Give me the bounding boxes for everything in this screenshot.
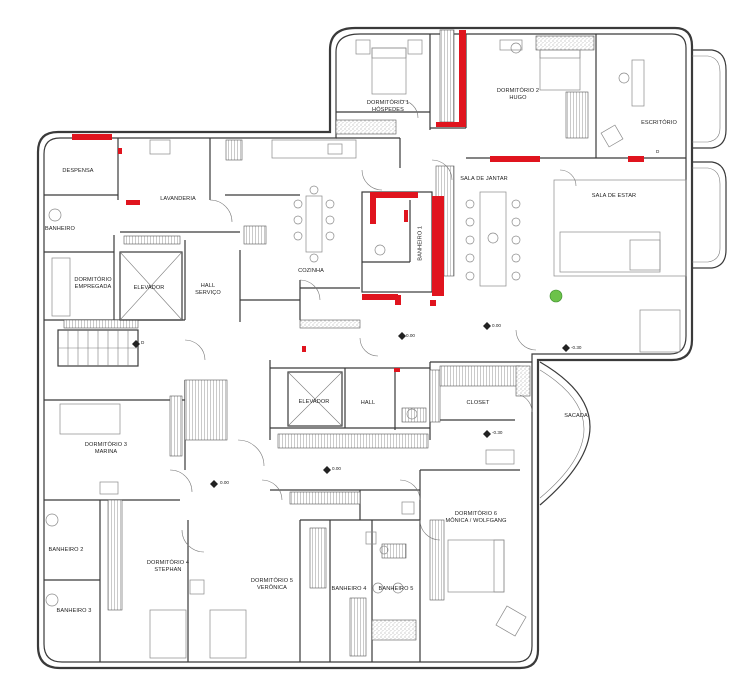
room-name-2: SERVIÇO: [195, 289, 221, 296]
plant-icon: [549, 289, 563, 303]
room-label-banheiro: BANHEIRO: [44, 226, 76, 232]
room-occupant: STEPHAN: [154, 566, 182, 573]
room-label-dormitorio-3: DORMITÓRIO 3 MARINA: [85, 442, 127, 455]
room-name: DORMITÓRIO 2: [496, 88, 540, 94]
level-value: 0.00: [492, 323, 501, 328]
room-label-sacada: SACADA: [564, 413, 588, 419]
room-name: DORMITÓRIO 1: [366, 100, 410, 106]
room-label-banheiro-5: BANHEIRO 5: [378, 586, 414, 592]
room-occupant: HÓSPEDES: [372, 106, 404, 113]
structural-blocks: [63, 29, 595, 657]
room-label-elevador-servico: ELEVADOR: [133, 285, 165, 291]
level-markers: [132, 322, 570, 488]
room-label-escritorio: ESCRITÓRIO: [641, 120, 677, 126]
room-label-dormitorio-5: DORMITÓRIO 5 VERÔNICA: [251, 578, 293, 591]
level-value: 0.00: [332, 466, 341, 471]
room-label-hall: HALL: [360, 400, 376, 406]
level-value: -0.30: [571, 345, 582, 350]
level-value: 0.00: [406, 333, 415, 338]
room-label-despensa: DESPENSA: [62, 168, 94, 174]
room-label-banheiro-2: BANHEIRO 2: [48, 547, 84, 553]
room-label-elevador: ELEVADOR: [298, 399, 330, 405]
room-label-sala-de-jantar: SALA DE JANTAR: [460, 176, 508, 182]
level-value: D: [141, 340, 145, 345]
room-occupant: HUGO: [509, 94, 527, 101]
room-occupant: EMPREGADA: [74, 283, 112, 290]
room-label-banheiro-1: BANHEIRO 1: [417, 225, 424, 261]
room-occupant: VERÔNICA: [256, 584, 288, 591]
room-label-dormitorio-1: DORMITÓRIO 1 HÓSPEDES: [367, 100, 409, 113]
room-label-hall-servico: HALL SERVIÇO: [195, 283, 221, 296]
room-label-sala-de-estar: SALA DE ESTAR: [591, 193, 637, 199]
outer-walls: [36, 26, 727, 670]
room-name: DORMITÓRIO: [74, 277, 112, 283]
furniture: [45, 39, 687, 659]
room-occupant: MÔNICA / WOLFGANG: [445, 517, 507, 524]
room-label-cozinha: COZINHA: [298, 268, 324, 274]
room-name: DORMITÓRIO 6: [454, 511, 498, 517]
room-occupant: MARINA: [94, 448, 118, 455]
red-accent-walls: [72, 30, 644, 372]
room-label-dormitorio-4: DORMITÓRIO 4 STEPHAN: [147, 560, 189, 573]
room-name: DORMITÓRIO 4: [146, 560, 190, 566]
room-label-banheiro-4: BANHEIRO 4: [331, 586, 367, 592]
room-name: HALL: [200, 283, 216, 289]
room-label-dormitorio-empregada: DORMITÓRIO EMPREGADA: [74, 277, 111, 290]
room-label-lavanderia: LAVANDERIA: [160, 196, 196, 202]
level-value: -0.30: [492, 430, 503, 435]
level-value: D: [656, 149, 660, 154]
level-value: 0.00: [220, 480, 229, 485]
stairs: [57, 329, 139, 367]
room-label-closet: CLOSET: [466, 400, 490, 406]
room-name: DORMITÓRIO 3: [84, 442, 128, 448]
room-name: DORMITÓRIO 5: [250, 578, 294, 584]
room-label-dormitorio-2: DORMITÓRIO 2 HUGO: [497, 88, 539, 101]
doors: [169, 99, 577, 553]
room-label-dormitorio-6: DORMITÓRIO 6 MÔNICA / WOLFGANG: [445, 511, 506, 524]
room-label-banheiro-3: BANHEIRO 3: [56, 608, 92, 614]
